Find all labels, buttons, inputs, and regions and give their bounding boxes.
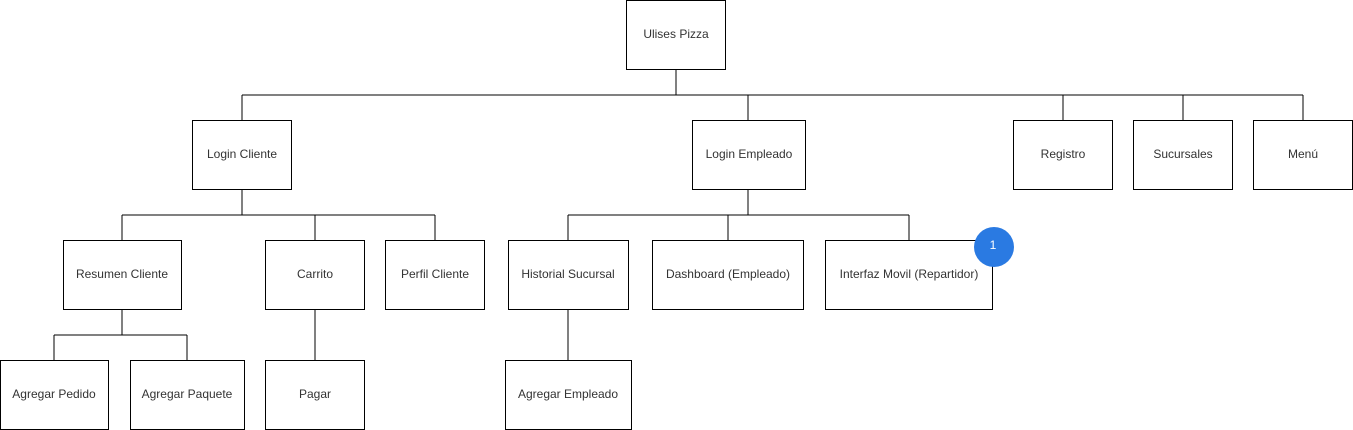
node-label: Agregar Empleado <box>518 387 618 401</box>
node-perfil-cliente[interactable]: Perfil Cliente <box>385 240 485 310</box>
node-label: Login Empleado <box>706 147 793 161</box>
notification-badge[interactable]: 1 <box>974 227 1014 267</box>
node-label: Login Cliente <box>207 147 277 161</box>
node-carrito[interactable]: Carrito <box>265 240 365 310</box>
node-login-cliente[interactable]: Login Cliente <box>192 120 292 190</box>
node-label: Carrito <box>297 267 333 281</box>
node-label: Agregar Paquete <box>142 387 233 401</box>
node-agregar-empleado[interactable]: Agregar Empleado <box>505 360 632 430</box>
node-label: Resumen Cliente <box>76 267 168 281</box>
node-interfaz-movil[interactable]: Interfaz Movil (Repartidor) <box>825 240 993 310</box>
node-menu[interactable]: Menú <box>1253 120 1353 190</box>
node-historial-sucursal[interactable]: Historial Sucursal <box>508 240 629 310</box>
node-label: Interfaz Movil (Repartidor) <box>840 267 979 281</box>
edges <box>53 70 1304 360</box>
node-ulises-pizza[interactable]: Ulises Pizza <box>626 0 726 70</box>
node-label: Dashboard (Empleado) <box>666 267 790 281</box>
node-resumen-cliente[interactable]: Resumen Cliente <box>63 240 182 310</box>
node-label: Perfil Cliente <box>401 267 469 281</box>
node-label: Agregar Pedido <box>12 387 96 401</box>
node-agregar-paquete[interactable]: Agregar Paquete <box>130 360 245 430</box>
node-label: Ulises Pizza <box>643 27 709 41</box>
node-label: Pagar <box>299 387 331 401</box>
node-label: Registro <box>1041 147 1086 161</box>
node-pagar[interactable]: Pagar <box>265 360 365 430</box>
node-registro[interactable]: Registro <box>1013 120 1113 190</box>
badge-label: 1 <box>990 238 997 252</box>
node-label: Historial Sucursal <box>521 267 614 281</box>
node-agregar-pedido[interactable]: Agregar Pedido <box>0 360 109 430</box>
node-sucursales[interactable]: Sucursales <box>1133 120 1233 190</box>
node-label: Menú <box>1288 147 1318 161</box>
node-label: Sucursales <box>1153 147 1212 161</box>
node-login-empleado[interactable]: Login Empleado <box>692 120 806 190</box>
node-dashboard-empleado[interactable]: Dashboard (Empleado) <box>652 240 804 310</box>
